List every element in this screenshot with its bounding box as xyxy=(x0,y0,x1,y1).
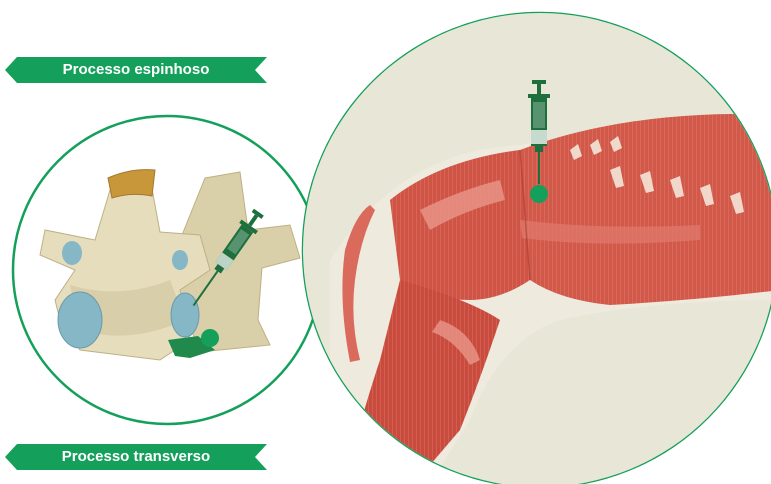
vertebrae-circle xyxy=(13,116,321,424)
label-processo-espinhoso: Processo espinhoso xyxy=(5,57,267,83)
muscle-circle xyxy=(300,10,771,484)
intervertebral-disc xyxy=(58,292,102,348)
injection-dot-icon-right xyxy=(530,185,548,203)
label-processo-transverso: Processo transverso xyxy=(5,444,267,470)
injection-dot-icon xyxy=(201,329,219,347)
